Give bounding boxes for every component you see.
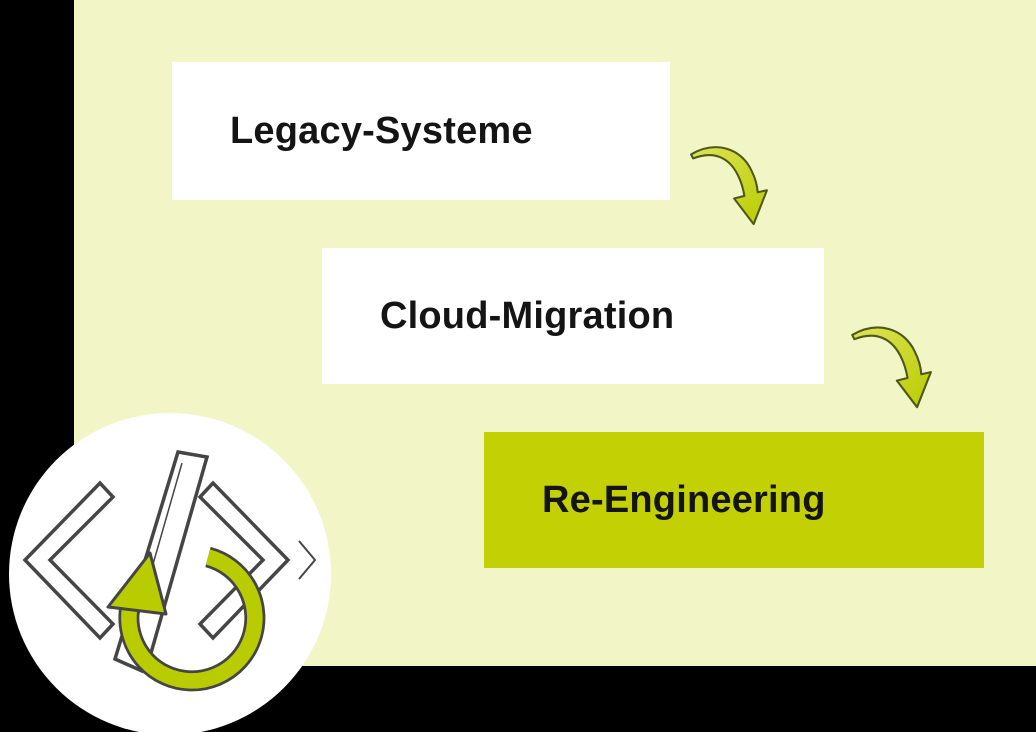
refresh-arrow-head	[106, 551, 168, 616]
step-label-cloud-migration: Cloud-Migration	[380, 294, 675, 337]
step-box-legacy-systeme: Legacy-Systeme	[172, 62, 670, 200]
left-bracket-icon	[22, 480, 116, 641]
right-bracket-icon	[197, 480, 291, 641]
step-box-re-engineering: Re-Engineering	[484, 432, 984, 568]
curved-arrow-icon	[848, 319, 933, 412]
step-box-cloud-migration: Cloud-Migration	[322, 248, 824, 384]
step-label-legacy-systeme: Legacy-Systeme	[230, 109, 533, 152]
refresh-arrow-arc	[121, 549, 263, 689]
bracket-accent-line	[298, 540, 317, 580]
code-refresh-logo	[9, 413, 331, 732]
step-label-re-engineering: Re-Engineering	[542, 478, 826, 521]
curved-arrow-icon	[687, 139, 769, 232]
